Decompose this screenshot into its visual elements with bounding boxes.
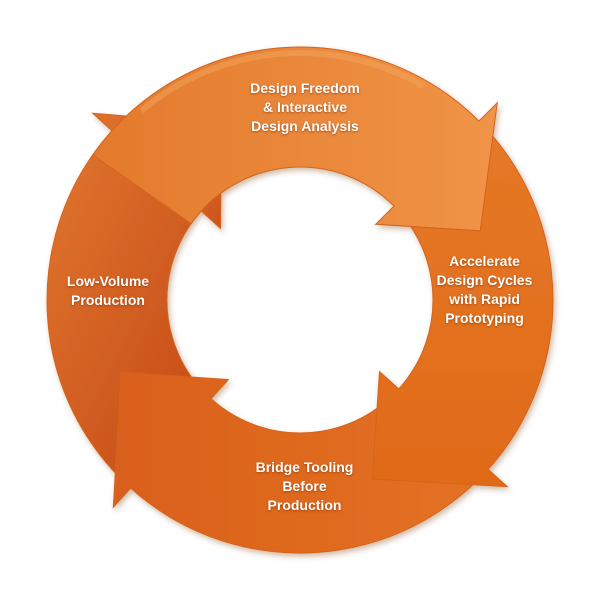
stage-label-line: Before xyxy=(282,478,327,494)
stage-label-line: with Rapid xyxy=(449,291,520,307)
stage-label-line: Low-Volume xyxy=(66,273,150,289)
stage-label-line: Production xyxy=(267,497,342,513)
stage-label-bridge-tooling: Bridge Tooling Before Production xyxy=(232,458,377,515)
stage-label-accelerate: Accelerate Design Cycles with Rapid Prot… xyxy=(412,252,557,328)
stage-label-low-volume: Low-Volume Production xyxy=(38,272,178,310)
stage-label-line: Design Freedom xyxy=(250,80,360,96)
stage-label-line: Production xyxy=(71,292,145,308)
stage-label-design-freedom: Design Freedom & Interactive Design Anal… xyxy=(205,79,405,136)
stage-label-line: Accelerate xyxy=(449,253,520,269)
stage-label-line: Prototyping xyxy=(445,310,524,326)
arrow-segment-top xyxy=(92,46,498,232)
stage-label-line: Design Analysis xyxy=(251,118,359,134)
stage-label-line: & Interactive xyxy=(262,99,348,115)
ring-highlight xyxy=(139,50,425,114)
stage-label-line: Design Cycles xyxy=(436,272,533,288)
stage-label-line: Bridge Tooling xyxy=(255,459,354,475)
